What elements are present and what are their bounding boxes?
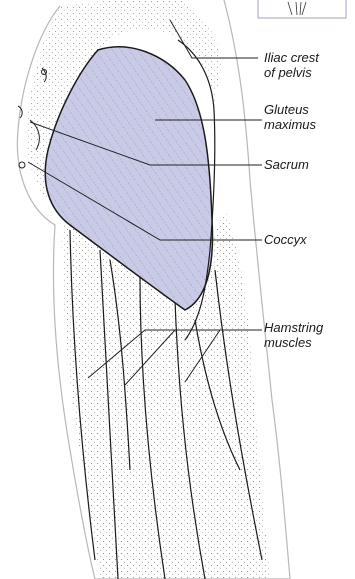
label-hamstring-line2: muscles [264,335,323,350]
inset-thumbnail [258,0,346,18]
label-iliac-line1: Iliac crest [264,50,319,65]
label-iliac-crest: Iliac crest of pelvis [264,50,319,80]
label-iliac-line2: of pelvis [264,65,319,80]
label-sacrum: Sacrum [264,157,309,172]
label-gluteus-line1: Gluteus [264,102,316,117]
label-hamstring-muscles: Hamstring muscles [264,320,323,350]
label-gluteus-maximus: Gluteus maximus [264,102,316,132]
label-coccyx: Coccyx [264,232,307,247]
label-gluteus-line2: maximus [264,117,316,132]
label-hamstring-line1: Hamstring [264,320,323,335]
